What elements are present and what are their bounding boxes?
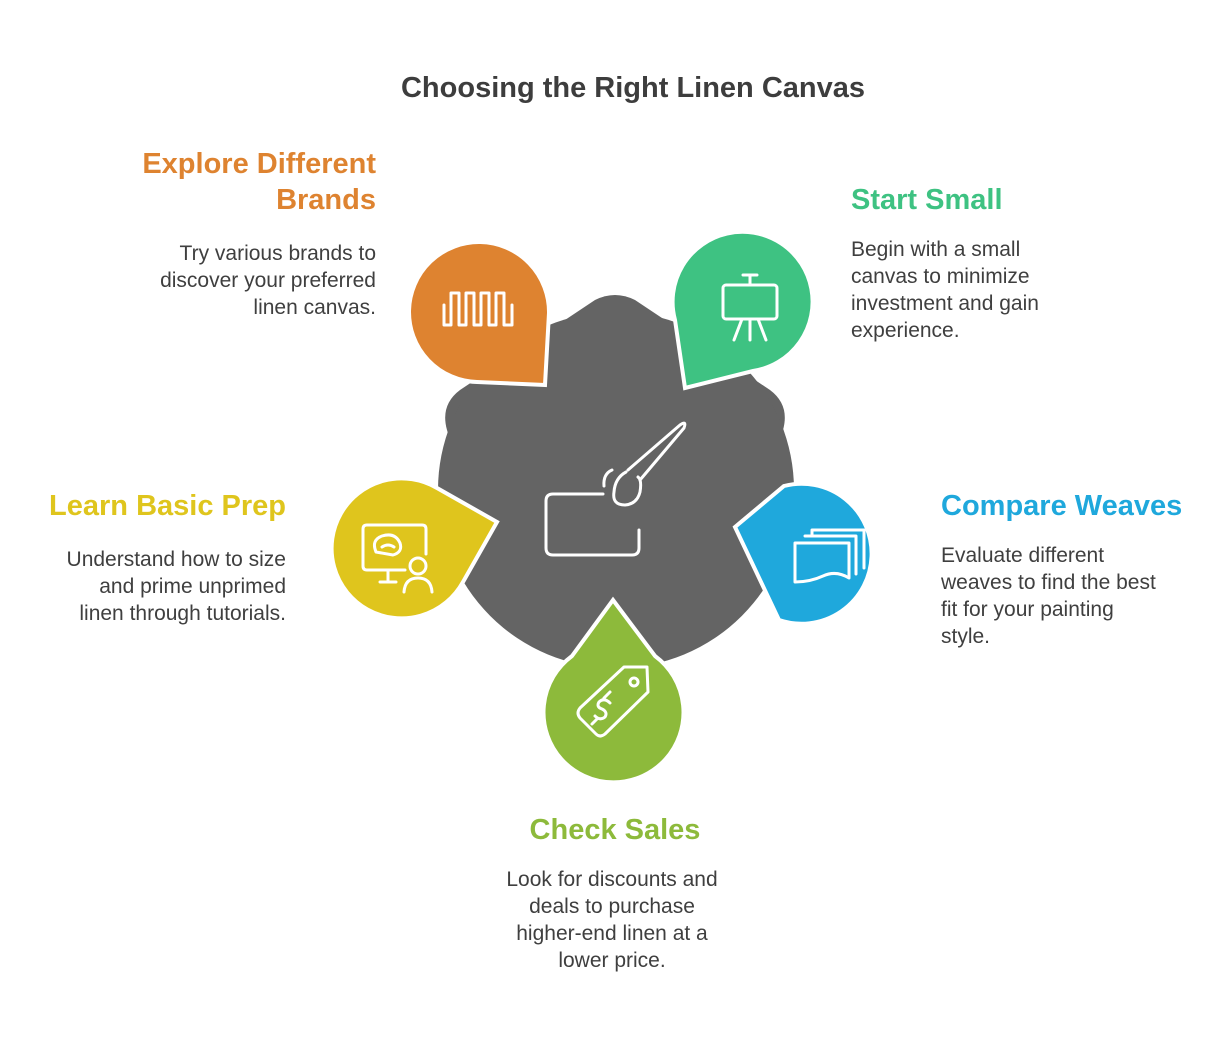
compare-description-line: Evaluate different bbox=[941, 544, 1105, 567]
start-small-description-line: Begin with a small bbox=[851, 238, 1021, 261]
compare-description-line: weaves to find the best bbox=[941, 571, 1156, 594]
node-learn-shape bbox=[329, 476, 500, 621]
explore-heading-line: Explore Different bbox=[142, 148, 376, 180]
tutorial-presenter-icon bbox=[361, 523, 434, 594]
check-sales-description-line: deals to purchase bbox=[529, 895, 695, 918]
node-start-small-shape bbox=[670, 229, 815, 391]
node-learn bbox=[329, 476, 500, 621]
explore-heading: Explore Different Brands bbox=[60, 146, 376, 218]
node-compare-shape bbox=[732, 481, 874, 626]
compare-heading: Compare Weaves bbox=[941, 490, 1183, 522]
check-sales-description-line: higher-end linen at a bbox=[516, 922, 708, 945]
learn-description-line: and prime unprimed bbox=[99, 575, 286, 598]
compare-description: Evaluate different weaves to find the be… bbox=[941, 542, 1221, 650]
check-sales-description: Look for discounts and deals to purchase… bbox=[462, 866, 762, 974]
easel-icon bbox=[721, 273, 779, 342]
node-check-sales bbox=[541, 596, 686, 785]
start-small-heading: Start Small bbox=[851, 184, 1003, 216]
start-small-description-line: investment and gain bbox=[851, 292, 1039, 315]
compare-description-line: fit for your painting bbox=[941, 598, 1114, 621]
check-sales-description-line: Look for discounts and bbox=[506, 868, 718, 891]
learn-heading: Learn Basic Prep bbox=[49, 490, 286, 522]
hub-circle bbox=[438, 312, 794, 668]
explore-description-line: linen canvas. bbox=[253, 296, 376, 319]
node-compare bbox=[732, 481, 874, 626]
node-start-small bbox=[670, 229, 815, 391]
learn-description: Understand how to size and prime unprime… bbox=[20, 546, 286, 627]
explore-description: Try various brands to discover your pref… bbox=[60, 240, 376, 321]
start-small-description-line: canvas to minimize bbox=[851, 265, 1030, 288]
node-explore-shape bbox=[407, 240, 552, 388]
paintbrush-canvas-icon bbox=[544, 421, 687, 557]
start-small-description: Begin with a small canvas to minimize in… bbox=[851, 236, 1181, 344]
node-check-sales-shape bbox=[541, 596, 686, 785]
waveform-icon bbox=[442, 291, 514, 327]
node-explore bbox=[407, 240, 552, 388]
check-sales-description-line: lower price. bbox=[558, 949, 666, 972]
learn-description-line: linen through tutorials. bbox=[79, 602, 286, 625]
diagram-title: Choosing the Right Linen Canvas bbox=[400, 72, 865, 104]
learn-description-line: Understand how to size bbox=[66, 548, 286, 571]
explore-heading-line: Brands bbox=[276, 184, 376, 216]
start-small-description-line: experience. bbox=[851, 319, 960, 342]
price-tag-icon bbox=[576, 665, 650, 738]
check-sales-heading: Check Sales bbox=[529, 814, 701, 846]
fabric-layers-icon bbox=[793, 528, 866, 584]
explore-description-line: Try various brands to bbox=[179, 242, 376, 265]
compare-description-line: style. bbox=[941, 625, 991, 648]
explore-description-line: discover your preferred bbox=[160, 269, 376, 292]
